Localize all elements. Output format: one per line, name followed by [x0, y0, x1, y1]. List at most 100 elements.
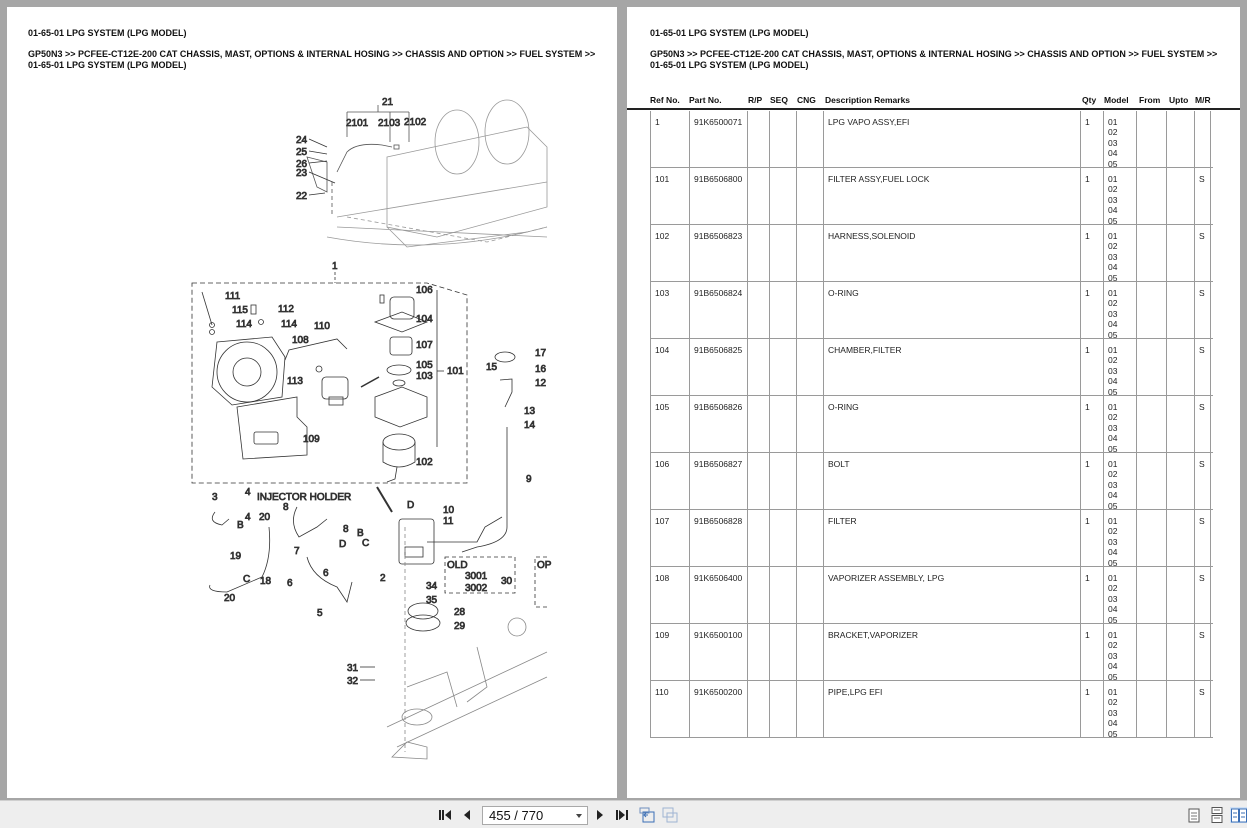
svg-text:C: C: [362, 538, 369, 549]
last-page-button[interactable]: [614, 807, 630, 823]
cell-qty: 1: [1080, 624, 1103, 680]
cell-from: [1136, 510, 1166, 566]
svg-text:114: 114: [281, 319, 297, 330]
svg-text:15: 15: [486, 362, 498, 373]
cell-seq: [769, 396, 796, 452]
continuous-view-button[interactable]: [1209, 807, 1225, 823]
cell-part-no: 91K6500071: [689, 111, 747, 167]
page-left-diagram: 01-65-01 LPG SYSTEM (LPG MODEL) GP50N3 >…: [7, 7, 617, 798]
cell-mr: S: [1194, 567, 1211, 623]
svg-text:16: 16: [535, 364, 547, 375]
continuous-view-icon: [1211, 807, 1223, 823]
previous-view-button[interactable]: [639, 807, 655, 823]
svg-text:B: B: [357, 528, 364, 539]
next-page-icon: [597, 810, 603, 820]
next-page-button[interactable]: [592, 807, 608, 823]
cell-qty: 1: [1080, 225, 1103, 281]
svg-text:20: 20: [224, 593, 236, 604]
first-page-icon: [439, 810, 451, 820]
svg-text:3: 3: [212, 492, 218, 503]
cell-model: 01 02 03 04 05: [1103, 396, 1136, 454]
vapo-assembly-box: [191, 282, 468, 484]
cell-qty: 1: [1080, 567, 1103, 623]
cell-qty: 1: [1080, 168, 1103, 224]
cell-rp: [747, 396, 769, 452]
svg-text:106: 106: [416, 285, 433, 296]
cell-upto: [1166, 339, 1194, 395]
first-page-button[interactable]: [437, 807, 453, 823]
cell-description: CHAMBER,FILTER: [823, 339, 1080, 395]
svg-text:31: 31: [347, 663, 359, 674]
svg-text:2103: 2103: [378, 118, 401, 129]
cell-model: 01 02 03 04 05: [1103, 225, 1136, 283]
cell-cng: [796, 339, 823, 395]
cell-mr: [1194, 111, 1211, 167]
cell-qty: 1: [1080, 339, 1103, 395]
col-mr: M/R: [1195, 95, 1211, 105]
col-rp: R/P: [748, 95, 763, 105]
exploded-parts-diagram: 21 2101 2103 2102 24 25 26 23 22 1: [7, 87, 617, 767]
prev-page-icon: [464, 810, 470, 820]
cell-qty: 1: [1080, 510, 1103, 566]
cell-model: 01 02 03 04 05: [1103, 282, 1136, 340]
navigation-toolbar: 455 / 770: [0, 800, 1247, 828]
breadcrumb-line-2: 01-65-01 LPG SYSTEM (LPG MODEL): [28, 59, 187, 70]
cell-qty: 1: [1080, 681, 1103, 737]
bracket-109: [236, 396, 308, 460]
cell-upto: [1166, 567, 1194, 623]
cell-seq: [769, 339, 796, 395]
cell-upto: [1166, 681, 1194, 737]
cell-upto: [1166, 282, 1194, 338]
svg-text:17: 17: [535, 348, 547, 359]
cell-rp: [747, 282, 769, 338]
cell-upto: [1166, 510, 1194, 566]
cell-ref-no: 105: [650, 396, 689, 452]
cell-mr: S: [1194, 510, 1211, 566]
cell-cng: [796, 510, 823, 566]
svg-text:4: 4: [245, 487, 251, 498]
svg-text:21: 21: [382, 97, 394, 108]
single-page-view-button[interactable]: [1186, 807, 1202, 823]
cell-upto: [1166, 624, 1194, 680]
page-title: 01-65-01 LPG SYSTEM (LPG MODEL): [650, 28, 809, 38]
col-part-no: Part No.: [689, 95, 722, 105]
breadcrumb: GP50N3 >> PCFEE-CT12E-200 CAT CHASSIS, M…: [650, 49, 1230, 70]
cell-rp: [747, 453, 769, 509]
svg-text:11: 11: [443, 516, 454, 527]
svg-text:OP: OP: [537, 560, 552, 571]
cell-mr: S: [1194, 339, 1211, 395]
cell-description: O-RING: [823, 282, 1080, 338]
cell-from: [1136, 624, 1166, 680]
cell-model: 01 02 03 04 05: [1103, 168, 1136, 226]
cell-ref-no: 103: [650, 282, 689, 338]
cell-seq: [769, 567, 796, 623]
page-number-select[interactable]: 455 / 770: [482, 806, 588, 825]
cell-cng: [796, 453, 823, 509]
cell-description: VAPORIZER ASSEMBLY, LPG: [823, 567, 1080, 623]
svg-text:34: 34: [426, 581, 438, 592]
cell-upto: [1166, 168, 1194, 224]
cell-upto: [1166, 396, 1194, 452]
cell-description: PIPE,LPG EFI: [823, 681, 1080, 737]
svg-text:23: 23: [296, 168, 308, 179]
svg-text:2102: 2102: [404, 117, 427, 128]
col-cng: CNG: [797, 95, 816, 105]
two-page-view-button[interactable]: [1230, 807, 1247, 823]
cell-seq: [769, 453, 796, 509]
svg-text:110: 110: [314, 321, 330, 332]
svg-text:112: 112: [278, 304, 294, 315]
next-view-button[interactable]: [662, 807, 678, 823]
svg-text:113: 113: [287, 376, 303, 387]
previous-page-button[interactable]: [459, 807, 475, 823]
document-viewport[interactable]: 01-65-01 LPG SYSTEM (LPG MODEL) GP50N3 >…: [0, 0, 1247, 800]
col-seq: SEQ: [770, 95, 788, 105]
cell-description: FILTER ASSY,FUEL LOCK: [823, 168, 1080, 224]
cell-part-no: 91B6506825: [689, 339, 747, 395]
